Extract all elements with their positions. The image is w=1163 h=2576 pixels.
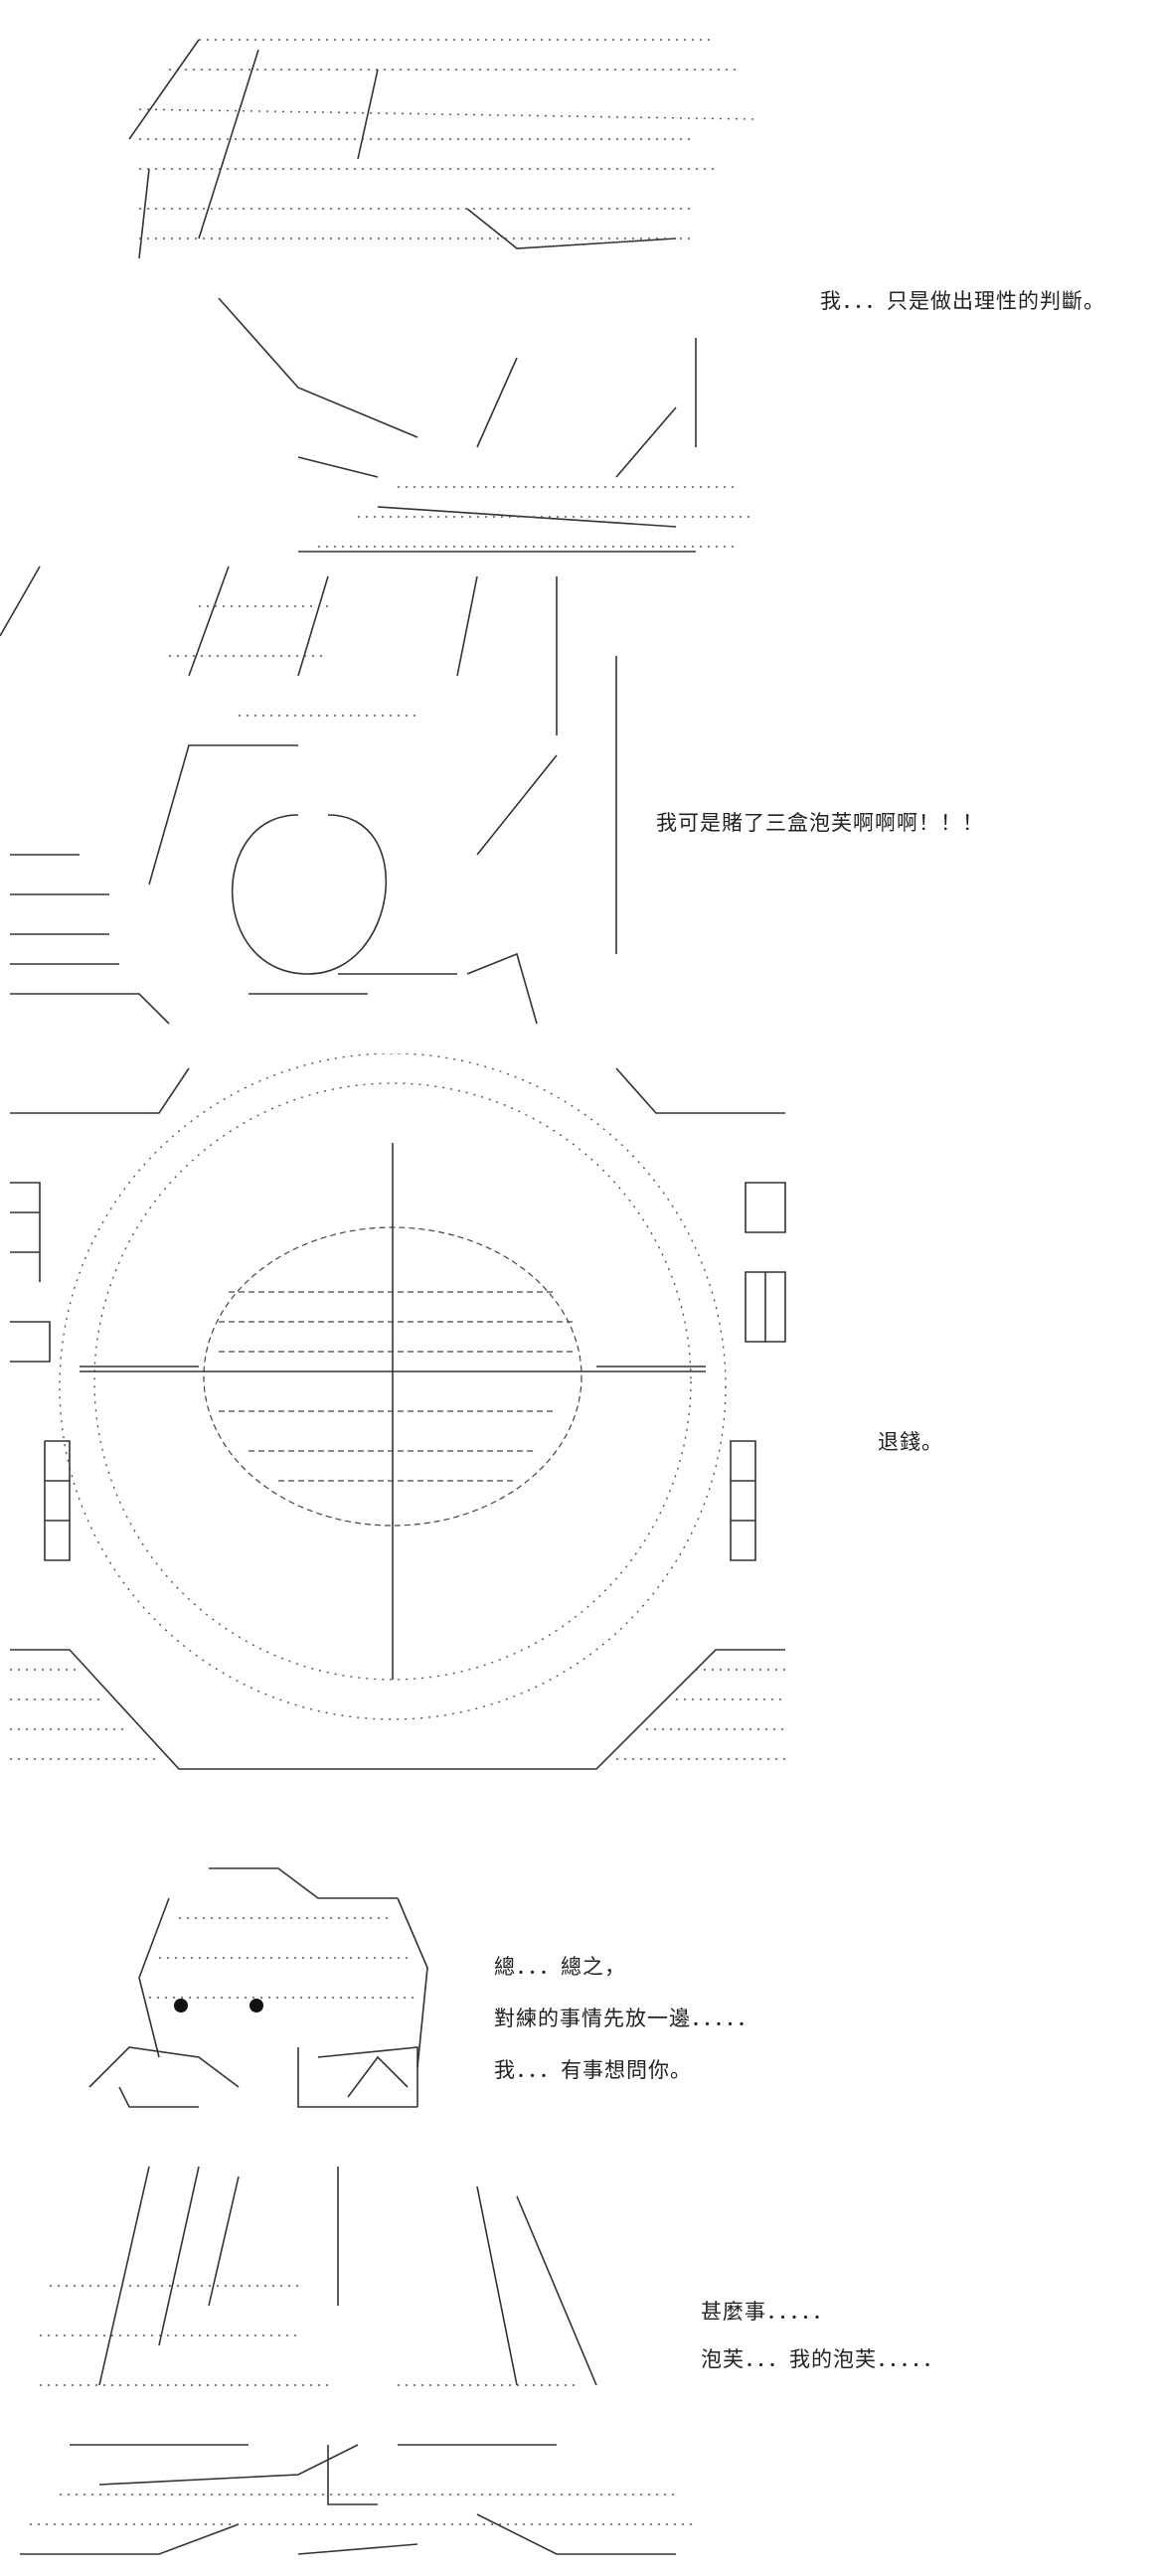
dialogue-panel-2-line-1: 我可是賭了三盒泡芙啊啊啊！！！ [656,811,984,835]
dialogue-panel-5-line-2: 泡芙．．．我的泡芙．．．．． [701,2347,944,2371]
ascii-art-panel-3 [0,1053,795,1789]
ascii-art-panel-1 [0,10,795,566]
dialogue-panel-5-line-1: 甚麼事．．．．． [701,2300,834,2324]
ascii-art-panel-4 [0,1858,457,2127]
dialogue-panel-3-line-1: 退錢。 [878,1430,943,1454]
dialogue-panel-1-line-1: 我．．．只是做出理性的判斷。 [820,289,1105,313]
ascii-art-panel-5 [0,2147,696,2576]
ascii-art-panel-2 [0,557,795,1034]
dialogue-panel-4-line-3: 我．．．有事想問你。 [494,2058,692,2082]
dialogue-panel-4-line-1: 總．．．總之， [494,1955,626,1979]
dialogue-panel-4-line-2: 對練的事情先放一邊．．．．． [494,2007,758,2030]
